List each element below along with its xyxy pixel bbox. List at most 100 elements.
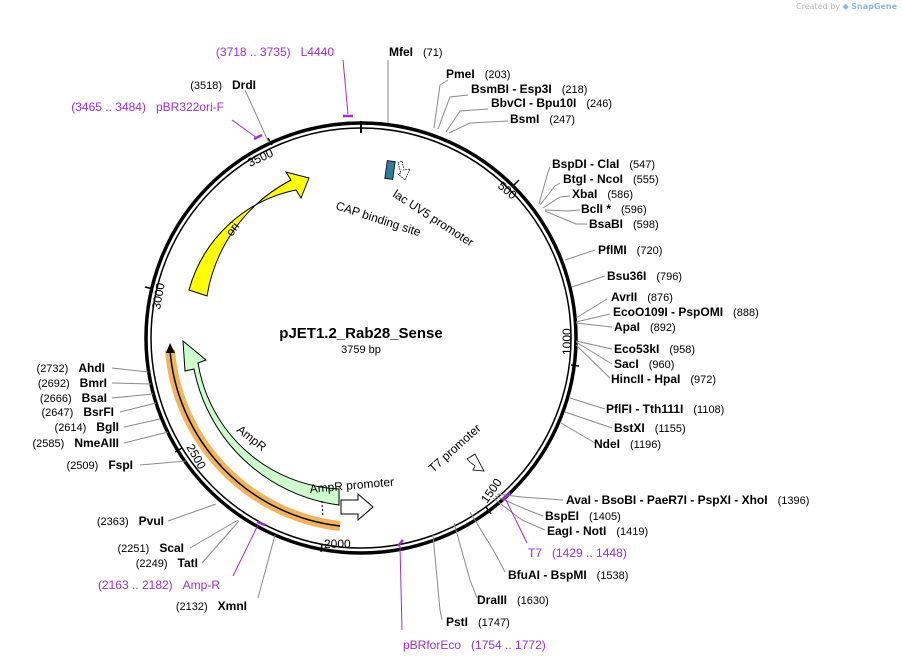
enzyme-saci: SacI(960) (614, 357, 674, 371)
lac-uv5-promoter-label: lac UV5 promoter (390, 187, 476, 250)
enzyme-avai-group: AvaI - BsoBI - PaeR7I - PspXI - XhoI(139… (566, 493, 809, 507)
leader-bgli (123, 418, 161, 428)
enzyme-bsmbi-esp3i: BsmBI - Esp3I(218) (471, 82, 587, 96)
enzyme-bgli: (2614)BglI (55, 420, 119, 434)
plasmid-name: pJET1.2_Rab28_Sense (279, 325, 442, 342)
enzyme-pmei: PmeI(203) (446, 67, 510, 81)
tick-label-2000: 2000 (324, 537, 351, 551)
leader-fspi (139, 460, 187, 466)
primer-amp-r: (2163 .. 2182)Amp-R (98, 578, 220, 592)
leader-bsai (111, 393, 154, 399)
enzyme-pflfi-tth111i: PflFI - Tth111I(1108) (606, 402, 724, 416)
enzyme-bsabi: BsaBI(598) (589, 217, 659, 231)
enzyme-eco53ki: Eco53kI(958) (614, 342, 695, 356)
tick-2000: 2000 (320, 537, 351, 553)
leader-ahdi (111, 367, 149, 373)
leader-drdi (244, 89, 270, 144)
ampr-promoter-feature (340, 492, 374, 522)
leader-avrii (575, 298, 608, 319)
leader-eagi (492, 497, 546, 531)
leader-eco53ki (575, 340, 613, 350)
ori-feature (188, 171, 310, 297)
primer-mark-pbrforeco (397, 539, 404, 547)
primer-mark-pbr322ori (253, 133, 263, 141)
leader-bsrfi (119, 402, 157, 413)
enzyme-ecoo109i-pspomi: EcoO109I - PspOMI(888) (613, 305, 759, 319)
leader-bfuai (469, 511, 506, 573)
ampr-promoter-label: AmpR promoter (309, 475, 395, 496)
enzyme-eagi-noti: EagI - NotI(1419) (547, 524, 648, 538)
enzyme-pflmi: PflMI(720) (598, 243, 662, 257)
lac-uv5-promoter-feature (397, 160, 411, 181)
leader-bmri (111, 382, 152, 385)
cap-binding-site-feature (384, 160, 396, 180)
enzyme-bsai: (2666)BsaI (40, 391, 107, 405)
enzyme-bfuai-bspmi: BfuAI - BspMI(1538) (508, 568, 628, 582)
enzyme-bsmi: BsmI(247) (510, 112, 575, 126)
leader-l4440 (342, 59, 349, 115)
leader-hincii (575, 344, 611, 379)
enzyme-hincii-hpai: HincII - HpaI(972) (611, 372, 716, 386)
enzyme-bcli: BclI *(596) (581, 202, 647, 216)
leader-bsmbi (437, 94, 469, 130)
enzyme-avrii: AvrII(876) (611, 290, 673, 304)
ori-label: ori (223, 220, 242, 239)
snapgene-credit: Created by ◆ SnapGene (796, 2, 897, 11)
tick-label-3000: 3000 (149, 281, 167, 310)
tick-1000: 1000 (560, 328, 580, 367)
leader-pflfi (569, 397, 606, 410)
enzyme-labels-left: (2132)XmnI (2249)TatI (2251)ScaI (2363)P… (33, 78, 256, 613)
enzyme-draiii: DraIII(1630) (477, 593, 549, 607)
tick-3000: 3000 (144, 281, 168, 311)
enzyme-bmri: (2692)BmrI (38, 376, 107, 390)
primer-pbrforeco: pBRforEco(1754 .. 1772) (403, 638, 546, 652)
enzyme-btgi-ncoi: BtgI - NcoI(555) (563, 172, 659, 186)
leader-bspei (494, 495, 544, 517)
primer-t7: T7(1429 .. 1448) (528, 546, 627, 560)
leader-pvui (167, 503, 217, 522)
enzyme-tati: (2249)TatI (136, 556, 198, 570)
enzyme-bbvci-bpu10i: BbvCI - Bpu10I(246) (491, 96, 612, 110)
tick-3500: 3500 (245, 137, 276, 170)
enzyme-apai: ApaI(892) (614, 320, 676, 334)
leader-bsu36i (571, 275, 606, 288)
enzyme-pvui: (2363)PvuI (97, 514, 164, 528)
selection-arrow-icon (166, 343, 175, 353)
enzyme-bspdi-clai: BspDI - ClaI(547) (552, 157, 655, 171)
enzyme-nmeaiii: (2585)NmeAIII (33, 436, 119, 450)
primer-labels: (3718 .. 3735)L4440 (3465 .. 3484)pBR322… (71, 45, 626, 652)
leader-pbr322ori (231, 119, 258, 139)
leader-psti (432, 534, 443, 621)
leader-xmni (257, 534, 276, 599)
leader-draiii (453, 522, 478, 599)
enzyme-bspei: BspEI(1405) (545, 509, 621, 523)
ampr-feature (182, 339, 340, 506)
enzyme-ahdi: (2732)AhdI (37, 361, 105, 375)
enzyme-xmni: (2132)XmnI (176, 599, 247, 613)
tick-label-3500: 3500 (245, 146, 275, 170)
leader-apai (575, 322, 613, 328)
leader-saci (575, 341, 613, 365)
leader-bcli (544, 209, 581, 212)
enzyme-mfei: MfeI(71) (389, 45, 443, 59)
credit-brand: SnapGene (851, 2, 897, 11)
enzyme-fspi: (2509)FspI (67, 458, 133, 472)
leader-xbai (542, 195, 571, 209)
enzyme-xbai: XbaI(586) (572, 187, 633, 201)
ampr-boundary (321, 500, 324, 518)
leader-scai (189, 519, 239, 549)
tick-label-1000: 1000 (560, 328, 574, 355)
leader-pbrforeco (399, 545, 403, 631)
leader-ampr-primer (232, 524, 259, 577)
leader-bspdi (538, 166, 551, 205)
credit-prefix: Created by (796, 2, 841, 11)
enzyme-ndei: NdeI(1196) (594, 437, 661, 451)
leader-bstxi (564, 411, 613, 429)
enzyme-labels: MfeI(71) PmeI(203) BsmBI - Esp3I(218) Bb… (389, 45, 809, 629)
enzyme-psti: PstI(1747) (446, 615, 510, 629)
leader-ndei (560, 422, 596, 444)
leader-pflmi (564, 249, 596, 261)
leader-bbvci (445, 108, 489, 133)
enzyme-drdi: (3518)DrdI (190, 78, 256, 92)
